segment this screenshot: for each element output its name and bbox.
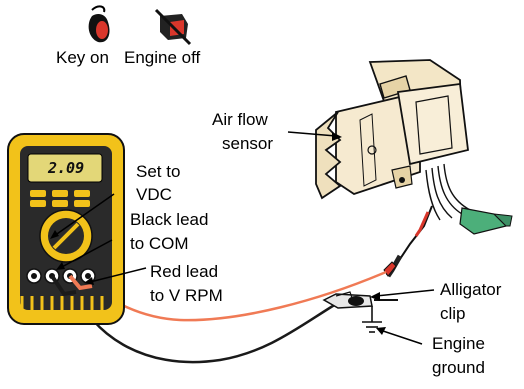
green-connector	[460, 208, 512, 234]
black-lead-label-line2: to COM	[130, 234, 189, 254]
alligator-clip-label-line1: Alligator	[440, 280, 501, 300]
black-lead-label-line1: Black lead	[130, 210, 208, 230]
red-lead-label-line1: Red lead	[150, 262, 218, 282]
engine-off-label: Engine off	[124, 48, 200, 68]
key-icon	[89, 6, 110, 42]
air-flow-sensor-label-line1: Air flow	[212, 110, 268, 130]
key-on-label: Key on	[56, 48, 109, 68]
engine-ground-label-line1: Engine	[432, 334, 485, 354]
set-to-vdc-label-line2: VDC	[136, 185, 172, 205]
engine-crossed-out-icon	[156, 10, 190, 44]
set-to-vdc-label-line1: Set to	[136, 162, 180, 182]
back-probe	[384, 206, 432, 276]
air-flow-sensor	[316, 60, 468, 198]
engine-ground-label-line2: ground	[432, 358, 485, 378]
air-flow-sensor-label-line2: sensor	[222, 134, 273, 154]
meter-reading: 2.09	[48, 159, 84, 177]
red-lead-label-line2: to V RPM	[150, 286, 223, 306]
alligator-clip-label-line2: clip	[440, 304, 466, 324]
